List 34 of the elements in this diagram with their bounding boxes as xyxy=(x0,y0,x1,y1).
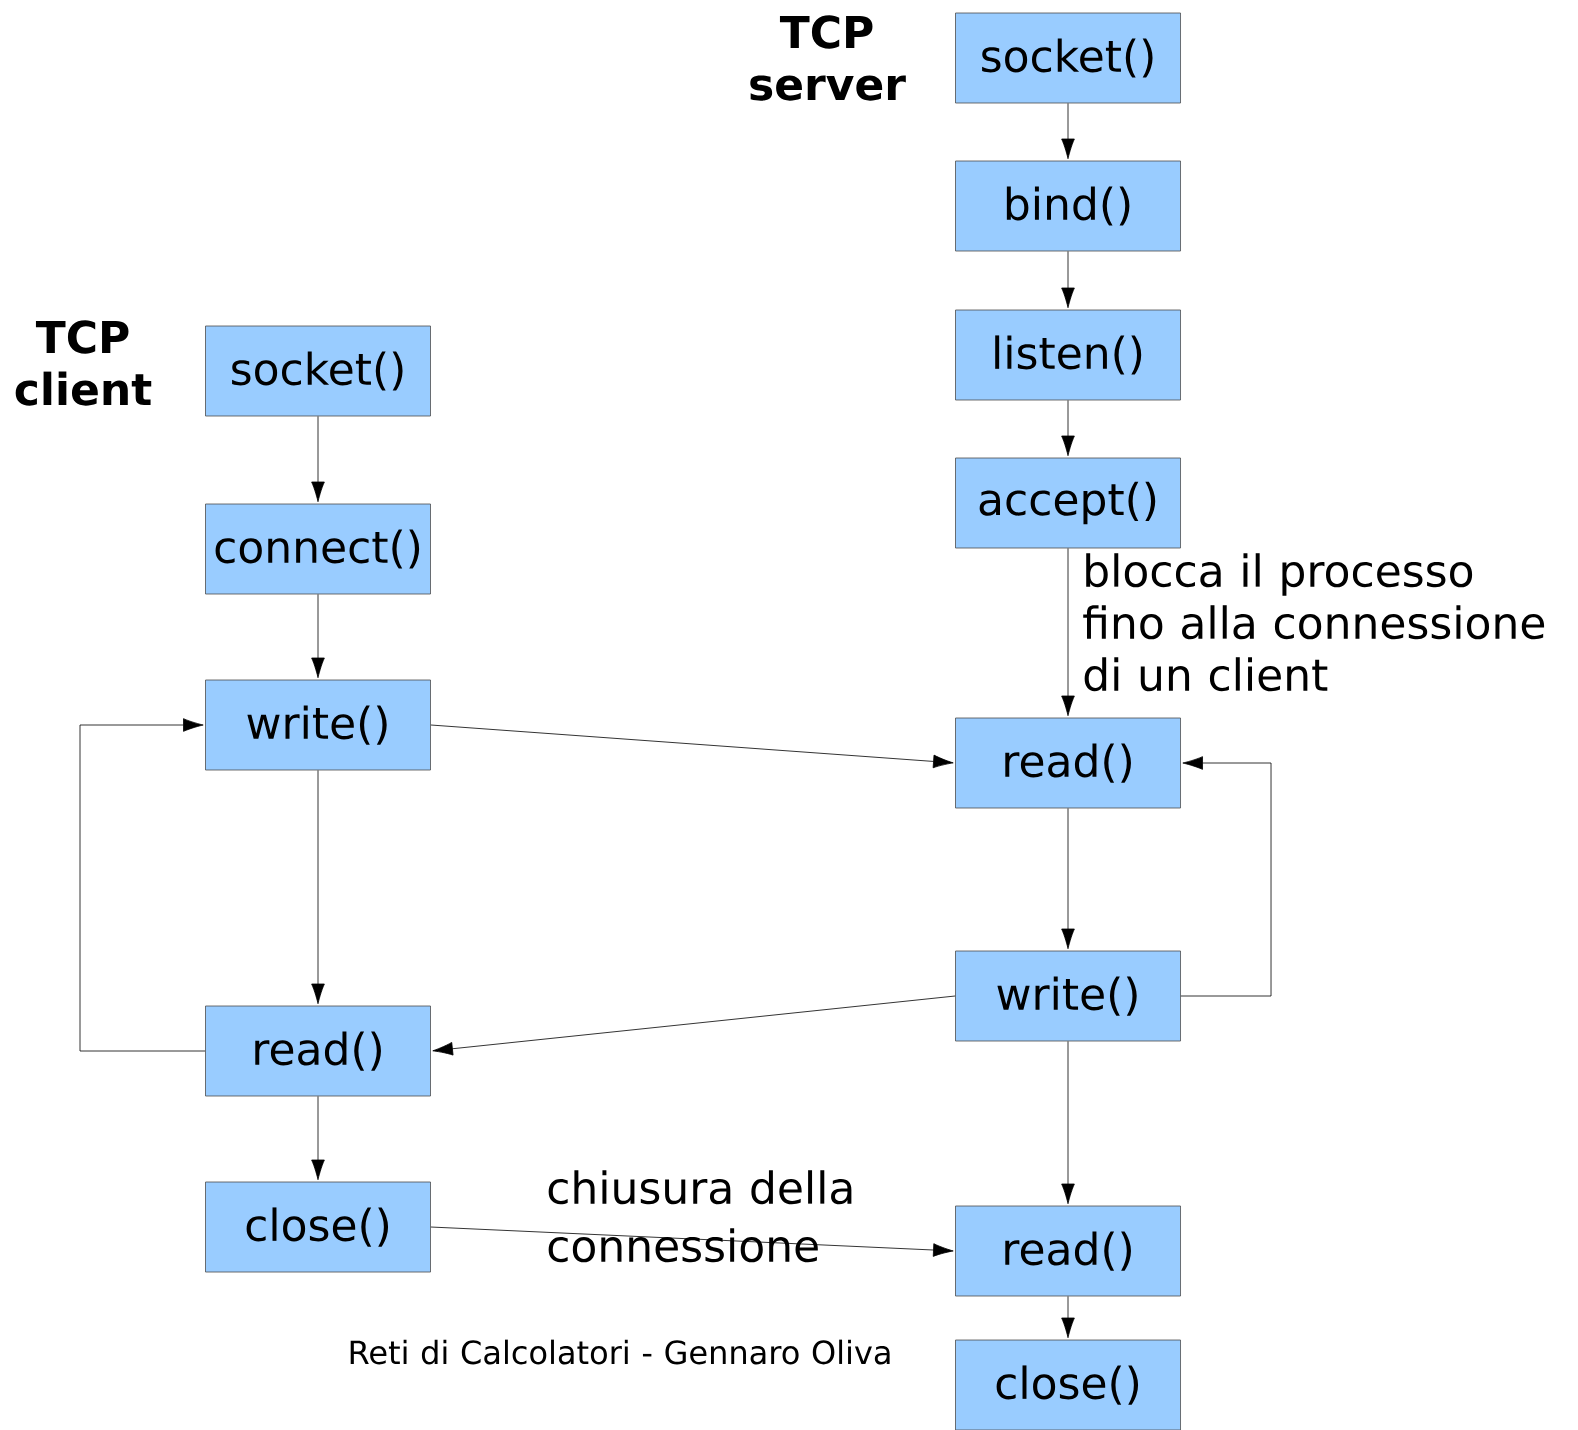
process-box: connect() xyxy=(205,503,431,595)
arrow xyxy=(430,724,954,769)
arrow xyxy=(311,416,325,503)
process-box: write() xyxy=(205,679,431,771)
arrow xyxy=(311,594,325,679)
process-box: bind() xyxy=(955,160,1181,252)
arrow xyxy=(1180,756,1272,997)
arrow xyxy=(430,1226,954,1257)
process-box: write() xyxy=(955,950,1181,1042)
process-box: socket() xyxy=(955,12,1181,104)
arrow xyxy=(1061,808,1075,950)
arrow xyxy=(1061,548,1075,717)
arrow xyxy=(311,770,325,1005)
arrow xyxy=(1061,103,1075,160)
process-box: close() xyxy=(205,1181,431,1273)
process-box: listen() xyxy=(955,309,1181,401)
arrow xyxy=(79,718,206,1052)
process-box: accept() xyxy=(955,457,1181,549)
edge-label: chiusura della connessione xyxy=(548,1170,852,1263)
process-box: close() xyxy=(955,1339,1181,1430)
process-box: socket() xyxy=(205,325,431,417)
arrow xyxy=(1061,251,1075,309)
arrow xyxy=(1061,1296,1075,1339)
arrow xyxy=(432,995,956,1056)
process-box: read() xyxy=(205,1005,431,1097)
arrow xyxy=(1061,1041,1075,1205)
edge-label: blocca il processo fino alla connessione di un client xyxy=(1083,553,1545,692)
arrow xyxy=(1061,400,1075,457)
arrow xyxy=(311,1096,325,1181)
credit-text: Reti di Calcolatori - Gennaro Oliva xyxy=(350,1339,890,1365)
heading: TCP client xyxy=(15,320,152,406)
process-box: read() xyxy=(955,717,1181,809)
process-box: read() xyxy=(955,1205,1181,1297)
heading: TCP server xyxy=(750,15,906,101)
